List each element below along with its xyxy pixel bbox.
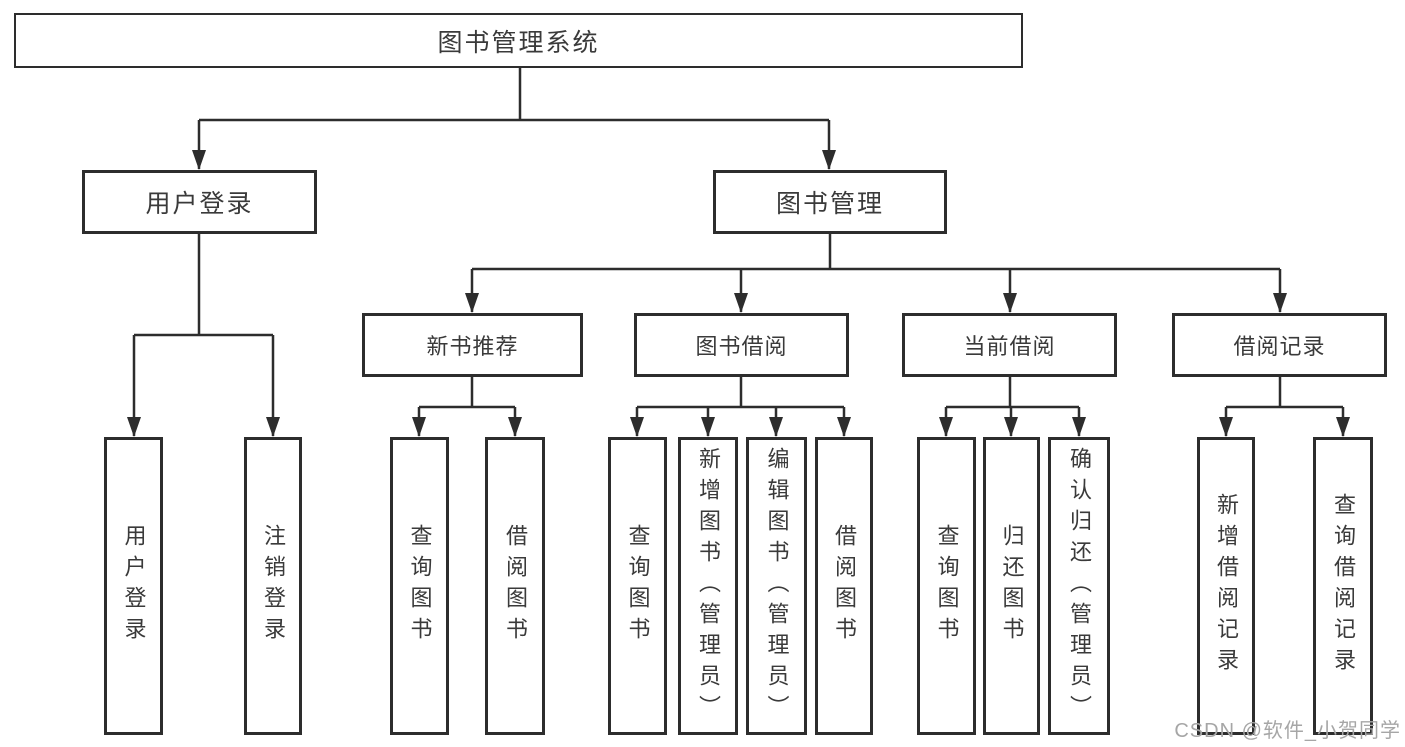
leaf-return-books: 归还图书 — [983, 437, 1040, 735]
connector-records-to-leaves — [1224, 377, 1345, 436]
leaf-logout-label: 注销登录 — [261, 524, 286, 648]
leaf-borrow-books: 借阅图书 — [815, 437, 873, 735]
arrowhead-icon — [701, 417, 715, 437]
node-root-label: 图书管理系统 — [437, 28, 600, 57]
leaf-edit-books-admin: 编辑图书（管理员） — [746, 437, 807, 735]
node-book-management-label: 图书管理 — [775, 190, 884, 218]
leaf-confirm-return-admin: 确认归还（管理员） — [1048, 437, 1110, 735]
leaf-borrow-books-recommend-label: 借阅图书 — [503, 524, 528, 648]
leaf-edit-books-admin-label: 编辑图书（管理员） — [764, 446, 790, 726]
node-borrow-records-label: 借阅记录 — [1233, 334, 1326, 359]
node-new-book-recommend: 新书推荐 — [362, 313, 583, 377]
arrowhead-icon — [1219, 417, 1233, 437]
leaf-query-borrow-record: 查询借阅记录 — [1313, 437, 1373, 735]
leaf-add-borrow-record-label: 新增借阅记录 — [1214, 493, 1239, 679]
leaf-query-books-borrow: 查询图书 — [608, 437, 667, 735]
leaf-query-books-borrow-label: 查询图书 — [625, 524, 651, 648]
leaf-confirm-return-admin-label: 确认归还（管理员） — [1067, 446, 1092, 726]
connector-bookmgmt-to-level3 — [470, 234, 1282, 312]
arrowhead-icon — [1336, 417, 1350, 437]
arrowhead-icon — [822, 150, 836, 170]
arrowhead-icon — [939, 417, 953, 437]
leaf-add-books-admin: 新增图书（管理员） — [678, 437, 738, 735]
node-book-borrow: 图书借阅 — [634, 313, 849, 377]
arrowhead-icon — [127, 417, 141, 437]
arrowhead-icon — [630, 417, 644, 437]
arrowhead-icon — [1273, 293, 1287, 313]
node-current-borrow: 当前借阅 — [902, 313, 1117, 377]
connector-newbook-to-leaves — [417, 377, 517, 436]
arrowhead-icon — [1003, 293, 1017, 313]
arrowheads — [127, 150, 1350, 437]
leaf-borrow-books-label: 借阅图书 — [832, 524, 857, 648]
arrowhead-icon — [192, 150, 206, 170]
connector-root-to-level2 — [197, 68, 831, 169]
leaf-query-books-recommend-label: 查询图书 — [407, 524, 433, 648]
leaf-query-borrow-record-label: 查询借阅记录 — [1331, 493, 1356, 679]
leaf-user-login-label: 用户登录 — [121, 524, 147, 648]
leaf-logout: 注销登录 — [244, 437, 302, 735]
leaf-borrow-books-recommend: 借阅图书 — [485, 437, 545, 735]
node-book-borrow-label: 图书借阅 — [695, 334, 788, 359]
arrowhead-icon — [465, 293, 479, 313]
leaf-query-books-current-label: 查询图书 — [934, 524, 960, 648]
leaf-return-books-label: 归还图书 — [999, 524, 1025, 648]
leaf-user-login: 用户登录 — [104, 437, 163, 735]
connector-userlogin-to-leaves — [132, 234, 275, 436]
arrowhead-icon — [837, 417, 851, 437]
arrowhead-icon — [769, 417, 783, 437]
connector-bookborrow-to-leaves — [635, 377, 846, 436]
leaf-query-books-recommend: 查询图书 — [390, 437, 449, 735]
arrowhead-icon — [1072, 417, 1086, 437]
arrowhead-icon — [1004, 417, 1018, 437]
arrowhead-icon — [734, 293, 748, 313]
node-root: 图书管理系统 — [14, 13, 1023, 68]
arrowhead-icon — [266, 417, 280, 437]
node-user-login: 用户登录 — [82, 170, 317, 234]
node-book-management: 图书管理 — [713, 170, 947, 234]
csdn-watermark: CSDN @软件_小贺同学 — [1174, 720, 1401, 742]
arrowhead-icon — [508, 417, 522, 437]
leaf-add-borrow-record: 新增借阅记录 — [1197, 437, 1255, 735]
arrowhead-icon — [412, 417, 426, 437]
node-new-book-recommend-label: 新书推荐 — [426, 334, 519, 359]
leaf-add-books-admin-label: 新增图书（管理员） — [696, 446, 721, 726]
node-borrow-records: 借阅记录 — [1172, 313, 1387, 377]
node-current-borrow-label: 当前借阅 — [963, 334, 1056, 359]
node-user-login-label: 用户登录 — [145, 190, 254, 218]
leaf-query-books-current: 查询图书 — [917, 437, 976, 735]
